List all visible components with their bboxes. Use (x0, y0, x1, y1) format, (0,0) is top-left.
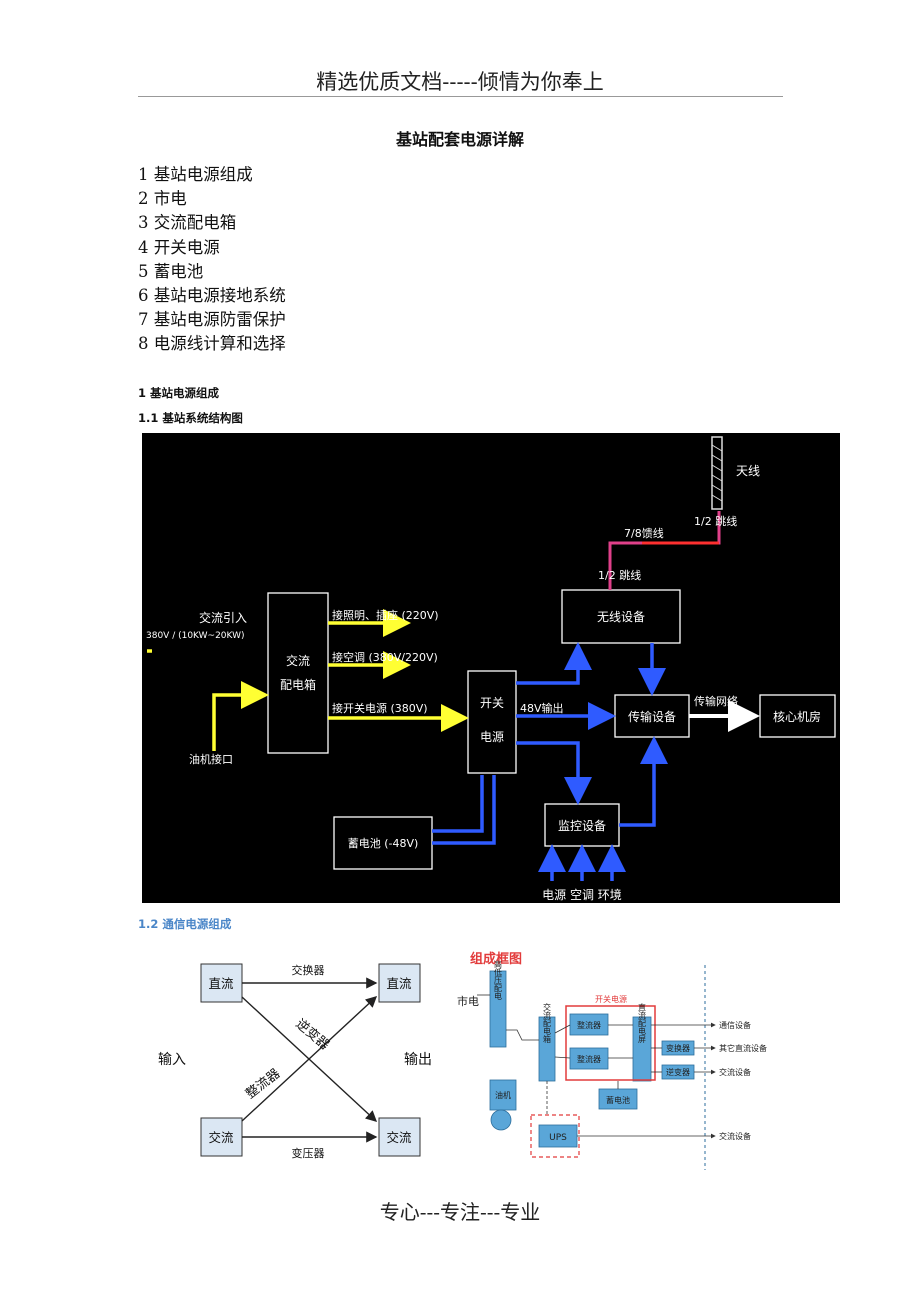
output-48v-label: 48V输出 (520, 701, 564, 715)
core-room-label: 核心机房 (773, 709, 821, 724)
input-label: 输入 (158, 1052, 186, 1068)
output-label: 输出 (404, 1052, 432, 1068)
dc-output-label: 直流 (386, 976, 412, 991)
toc-item: 8 电源线计算和选择 (138, 334, 286, 354)
generator-label: 油机 (495, 1090, 511, 1100)
ac-input-spec: 380V / (10KW~20KW) (146, 631, 245, 641)
power-composition-diagram: 组成框图 市电 高低压配电 交流配电箱 开关电源 整流器 整流 (457, 951, 767, 1170)
toc-item: 2 市电 (138, 189, 187, 209)
toc-item: 5 蓄电池 (138, 261, 204, 281)
generator-label: 油机接口 (189, 752, 233, 766)
ac-box-label: 配电箱 (280, 677, 316, 692)
monitor-label: 监控设备 (558, 819, 606, 833)
subsection-heading: 1.2 通信电源组成 (138, 917, 232, 931)
header-divider (138, 96, 783, 97)
base-station-structure-diagram: 天线 1/2 跳线 7/8馈线 1/2 跳线 无线设备 交流引入 380V / … (142, 433, 840, 903)
page-header: 精选优质文档-----倾情为你奉上 (316, 70, 604, 94)
mains-label: 市电 (457, 994, 479, 1008)
output-label: 交流设备 (719, 1131, 751, 1141)
table-of-contents: 1 基站电源组成 2 市电 3 交流配电箱 4 开关电源 5 蓄电池 6 基站电… (138, 163, 286, 357)
monitor-inputs-label: 电源 空调 环境 (542, 887, 622, 902)
battery-label: 蓄电池 (-48V) (348, 837, 419, 850)
toc-item: 6 基站电源接地系统 (138, 286, 286, 306)
ac-input-label: 交流引入 (199, 610, 247, 625)
ac-distribution-box (267, 592, 329, 754)
rectifier-label: 整流器 (243, 1066, 283, 1102)
ups-label: UPS (549, 1133, 567, 1143)
feeder-label: 7/8馈线 (624, 526, 664, 540)
dc-dist-label: 直流配电屏 (638, 1002, 647, 1044)
toc-item: 4 开关电源 (138, 237, 220, 257)
jumper-label: 1/2 跳线 (598, 568, 641, 582)
inverter-label: 逆变器 (666, 1067, 690, 1077)
page-footer: 专心---专注---专业 (379, 1200, 541, 1224)
converter-label: 交换器 (292, 963, 325, 977)
ac-dist-label: 交流配电箱 (543, 1002, 552, 1044)
dcdc-label: 变换器 (666, 1043, 690, 1053)
output-label: 交流设备 (719, 1067, 751, 1077)
wireless-box (561, 589, 681, 644)
power-conversion-diagram: 直流 直流 交流 交流 交换器 变压器 逆变器 整流器 输入 输出 (158, 963, 432, 1160)
composition-title: 组成框图 (470, 951, 522, 967)
toc-item: 1 基站电源组成 (138, 165, 253, 184)
inverter-label: 逆变器 (292, 1016, 332, 1053)
ac-box-label: 交流 (286, 653, 310, 668)
output-label: 其它直流设备 (719, 1043, 767, 1053)
jumper-label: 1/2 跳线 (694, 514, 737, 528)
transmission-network-label: 传输网络 (694, 694, 738, 708)
ac-input-label: 交流 (208, 1130, 234, 1145)
rectifier-label: 整流器 (577, 1020, 601, 1030)
toc-item: 3 交流配电箱 (138, 213, 237, 233)
battery-label: 蓄电池 (606, 1095, 630, 1105)
antenna-icon (711, 436, 723, 510)
switch-label: 开关 (480, 696, 504, 710)
toc-item: 7 基站电源防雷保护 (138, 310, 286, 330)
antenna-label: 天线 (736, 464, 760, 478)
switch-feed-label: 接开关电源 (380V) (332, 701, 428, 715)
subsection-heading: 1.1 基站系统结构图 (138, 411, 243, 425)
switch-power-label: 开关电源 (595, 994, 627, 1004)
switch-label: 电源 (480, 730, 504, 744)
rectifier-label: 整流器 (577, 1054, 601, 1064)
dc-input-label: 直流 (208, 976, 234, 991)
core-room-box (759, 694, 836, 738)
transformer-label: 变压器 (292, 1146, 325, 1160)
aircon-label: 接空调 (380V/220V) (332, 650, 438, 664)
document-title: 基站配套电源详解 (395, 130, 524, 149)
section-heading: 1 基站电源组成 (138, 386, 220, 400)
transmission-label: 传输设备 (628, 709, 676, 724)
hv-label: 高低压配电 (494, 959, 503, 1000)
ac-output-label: 交流 (386, 1130, 412, 1145)
wireless-label: 无线设备 (597, 610, 645, 624)
lighting-label: 接照明、插座 (220V) (332, 608, 439, 622)
output-label: 通信设备 (719, 1020, 751, 1030)
